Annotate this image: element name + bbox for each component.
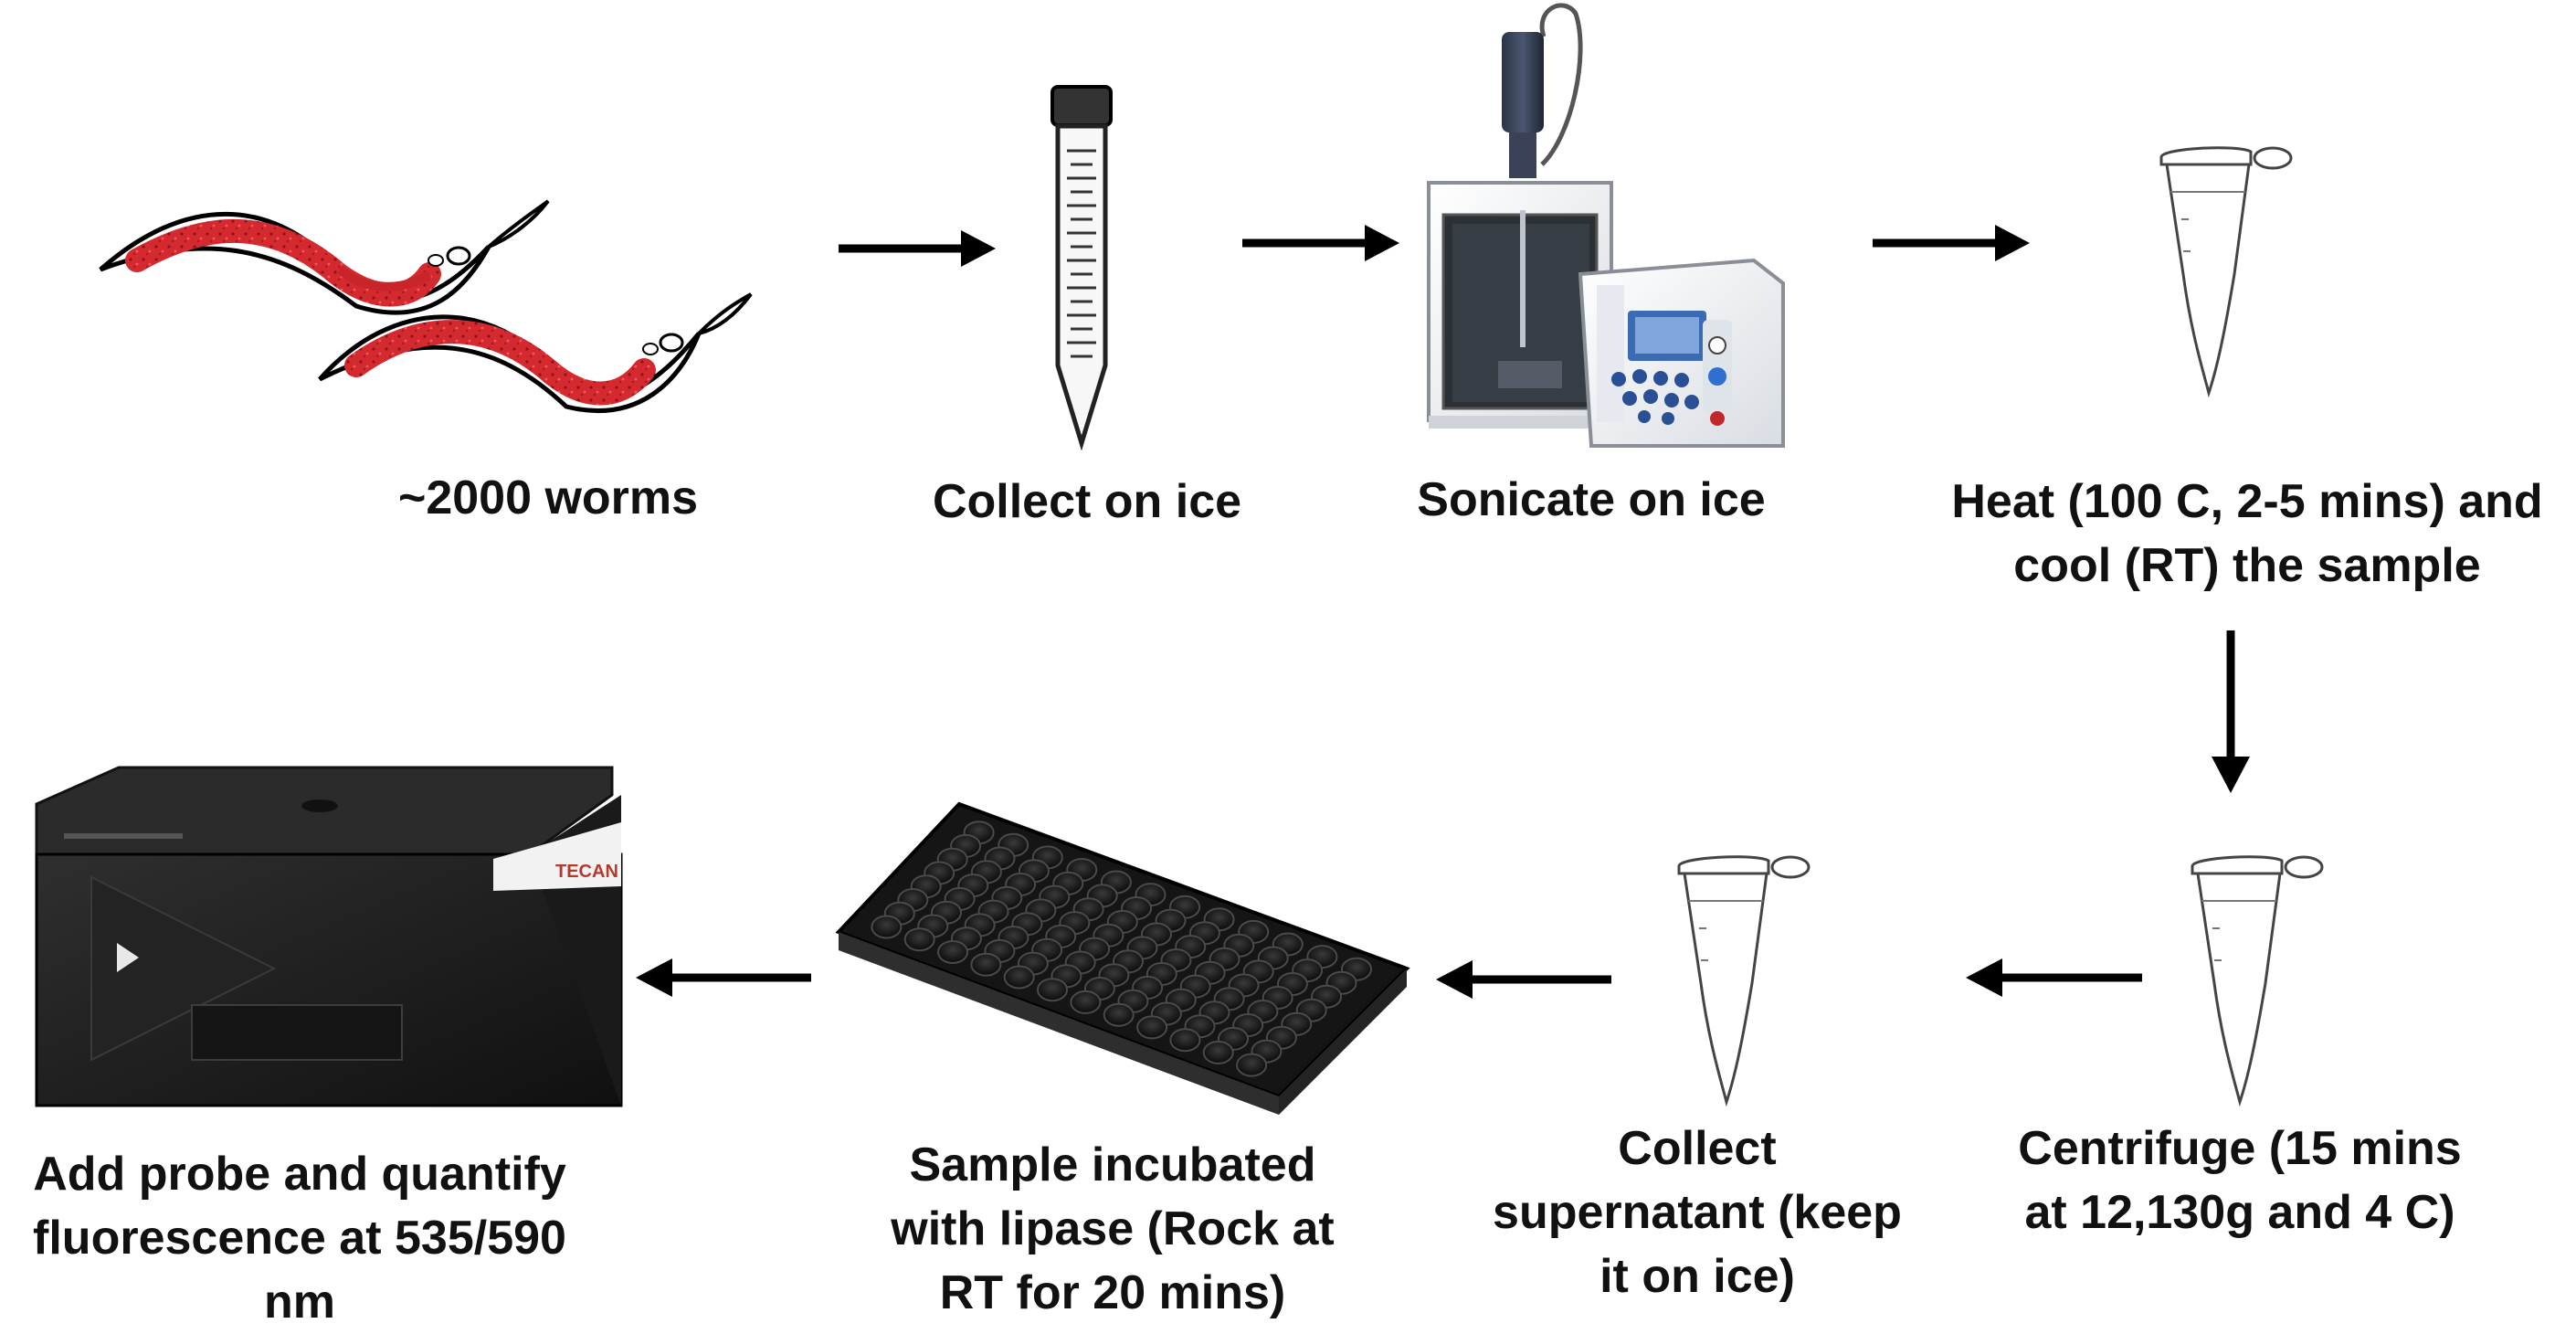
plate-well: [1070, 990, 1102, 1014]
arrow-plate-to-reader: [636, 958, 811, 997]
conical-tube-icon: [1050, 85, 1113, 451]
sonicator-icon: [1427, 3, 1785, 448]
arrow-centrifuge-to-supernatant: [1966, 958, 2142, 997]
label-fluorescence: Add probe and quantify fluorescence at 5…: [33, 1148, 566, 1329]
plate-well: [1103, 1002, 1135, 1027]
plate-well: [970, 952, 1002, 977]
label-collect-on-ice: Collect on ice: [932, 475, 1242, 528]
plate-well: [1169, 1028, 1201, 1053]
label-supernatant: Collect supernatant (keep it on ice): [1493, 1122, 1902, 1303]
microtube-heat-icon: [2159, 146, 2293, 398]
label-lipase: Sample incubated with lipase (Rock at RT…: [891, 1138, 1335, 1319]
plate-well: [903, 927, 935, 952]
label-sonicate-on-ice: Sonicate on ice: [1417, 473, 1766, 526]
arrow-heat-to-centrifuge: [2212, 630, 2250, 793]
label-centrifuge: Centrifuge (15 mins at 12,130g and 4 C): [2018, 1122, 2462, 1239]
microtube-supernatant-icon: [1677, 855, 1811, 1107]
plate-well: [1136, 1015, 1168, 1040]
plate-well: [1037, 978, 1068, 1002]
worm-1-icon: [99, 199, 550, 315]
arrow-tube-to-sonicator: [1242, 225, 1399, 261]
arrow-worms-to-tube: [839, 230, 996, 267]
plate-well: [1202, 1040, 1234, 1064]
plate-well: [871, 915, 903, 939]
plate-well: [1236, 1053, 1268, 1077]
plate-reader-icon: TECAN: [35, 766, 623, 1107]
worm-2-icon: [318, 292, 753, 413]
arrow-sonicator-to-heat: [1873, 225, 2030, 261]
well-plate-icon: [835, 801, 1410, 1115]
label-heat: Heat (100 C, 2-5 mins) and cool (RT) the…: [1951, 475, 2543, 592]
arrow-supernatant-to-plate: [1436, 960, 1611, 999]
plate-well: [1003, 965, 1035, 990]
plate-wells: [871, 821, 1372, 1077]
plate-well: [937, 940, 968, 964]
microtube-centrifuge-icon: [2191, 855, 2324, 1107]
label-worms: ~2000 worms: [397, 471, 699, 524]
reader-brand-text: TECAN: [555, 862, 618, 882]
